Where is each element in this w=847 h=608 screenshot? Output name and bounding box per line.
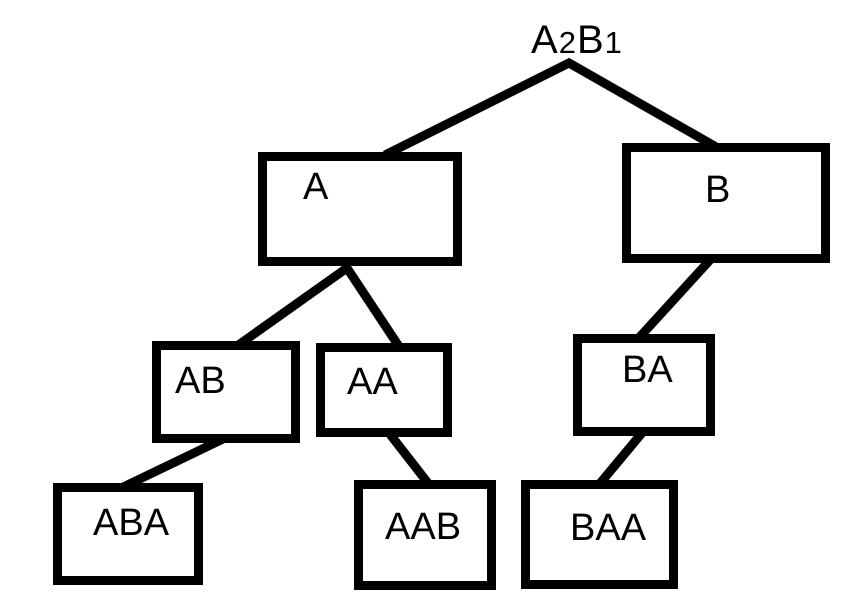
root-label-letter: A xyxy=(531,18,559,62)
node-B: B xyxy=(622,143,830,263)
root-label-digit: 1 xyxy=(604,25,623,60)
root-label-digit: 2 xyxy=(558,25,577,60)
tree-root-label: A2B1 xyxy=(531,20,623,60)
node-A-label: A xyxy=(303,166,329,208)
node-AB: AB xyxy=(152,341,300,443)
edge-b-to-ba xyxy=(633,256,714,344)
node-BA-label: BA xyxy=(622,349,673,391)
node-B-label: B xyxy=(705,169,731,211)
edge-ba-to-baa xyxy=(593,430,646,490)
root-label-letter: B xyxy=(576,18,605,62)
node-AA: AA xyxy=(316,343,452,437)
node-AAB-label: AAB xyxy=(385,506,462,548)
node-BAA-label: BAA xyxy=(570,507,647,549)
node-ABA: ABA xyxy=(53,483,203,585)
edge-root-to-a-and-b xyxy=(382,57,721,160)
node-ABA-label: ABA xyxy=(93,502,170,544)
node-BAA: BAA xyxy=(521,480,678,589)
node-BA: BA xyxy=(573,334,715,436)
edge-aa-to-aab xyxy=(385,430,435,490)
edge-ab-to-aba xyxy=(115,434,225,495)
node-A: A xyxy=(258,152,462,266)
node-AA-label: AA xyxy=(347,361,398,403)
node-AB-label: AB xyxy=(175,360,226,402)
node-AAB: AAB xyxy=(354,480,496,590)
edge-a-to-ab-and-aa xyxy=(234,261,404,351)
